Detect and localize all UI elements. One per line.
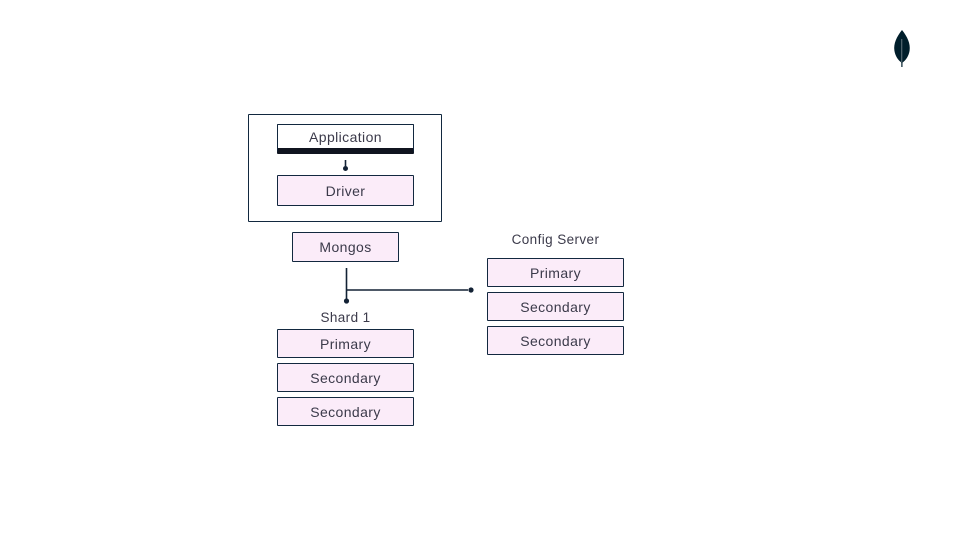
arrowhead-dot-config [468, 287, 474, 293]
config-server-title: Config Server [511, 232, 600, 247]
client-group-box [248, 114, 442, 222]
mongos-node: Mongos [292, 232, 399, 262]
shard-stack: Primary Secondary Secondary [277, 329, 414, 426]
leaf-stem [901, 62, 903, 67]
config-primary-label: Primary [529, 264, 582, 281]
driver-node: Driver [277, 175, 414, 206]
config-secondary-node: Secondary [487, 292, 624, 321]
shard-secondary-label: Secondary [310, 403, 381, 420]
arrowhead-dot-shard [343, 298, 350, 304]
mongodb-leaf-icon [894, 30, 910, 67]
shard-secondary-label: Secondary [310, 369, 381, 386]
shard-title: Shard 1 [320, 310, 371, 325]
application-node: Application [277, 124, 414, 154]
config-server-stack: Primary Secondary Secondary [487, 258, 624, 355]
shard-secondary-node: Secondary [277, 363, 414, 392]
mongos-label: Mongos [319, 239, 372, 255]
config-secondary-label: Secondary [520, 332, 591, 349]
config-secondary-node: Secondary [487, 326, 624, 355]
application-label: Application [309, 128, 382, 145]
config-primary-node: Primary [487, 258, 624, 287]
shard-primary-label: Primary [319, 335, 372, 352]
shard-primary-node: Primary [277, 329, 414, 358]
config-secondary-label: Secondary [520, 298, 591, 315]
driver-label: Driver [325, 182, 366, 199]
shard-secondary-node: Secondary [277, 397, 414, 426]
